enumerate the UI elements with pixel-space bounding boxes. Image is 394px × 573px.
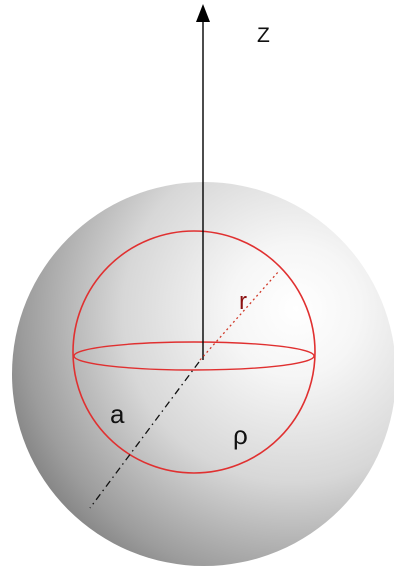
axis-label: Z <box>257 24 270 47</box>
radius-a-line <box>89 361 200 509</box>
arrow-up-icon <box>196 4 210 22</box>
equator-ellipse <box>73 341 315 371</box>
radius-r-label: r <box>239 288 247 315</box>
radius-a-label: a <box>110 399 125 429</box>
outer-sphere <box>12 182 394 566</box>
inner-sphere <box>72 230 316 474</box>
density-label: ρ <box>233 420 248 450</box>
